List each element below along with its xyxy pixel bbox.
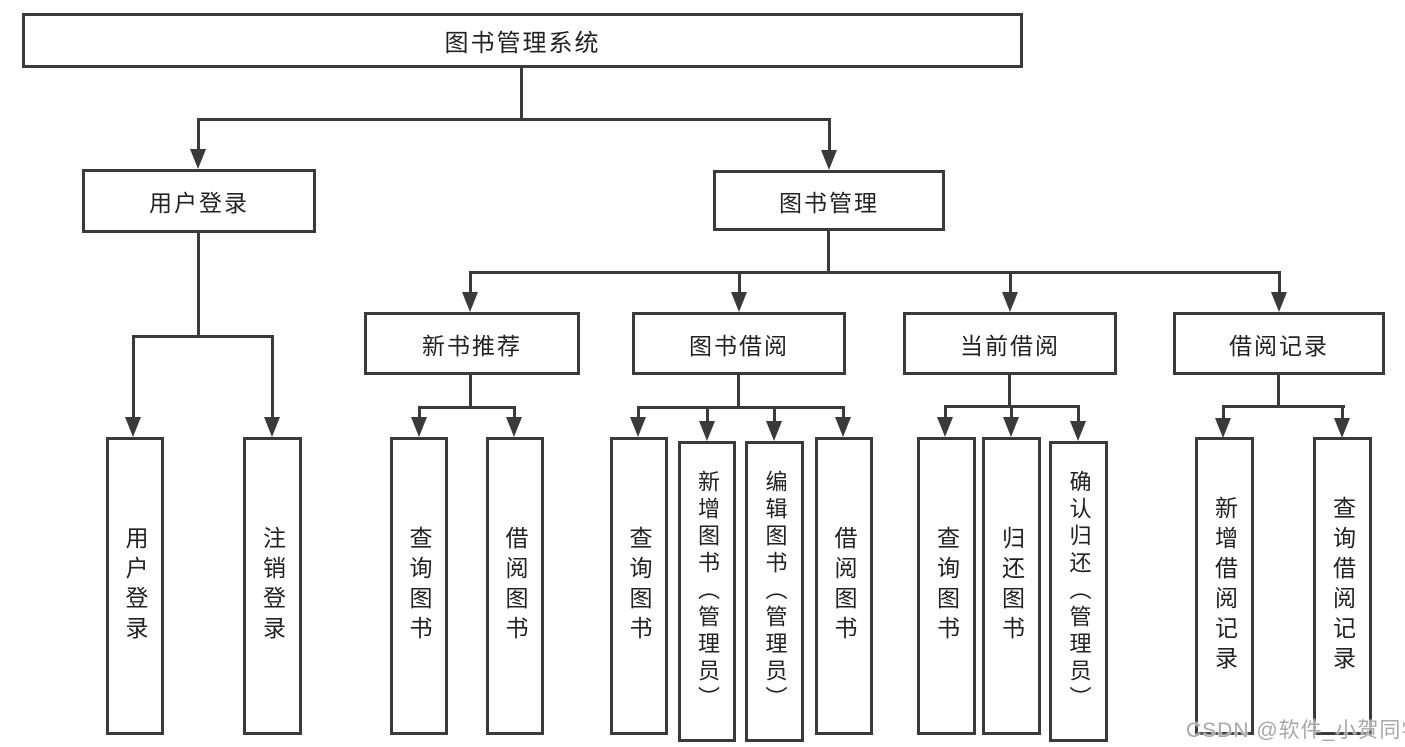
connector-bb-borrow-stem — [842, 406, 845, 420]
connector-bb-edit-stem — [773, 406, 776, 424]
arrowhead-bb-add — [699, 421, 715, 441]
leaf-bb-edit-books-admin: 编辑图书（管理员） — [745, 441, 804, 742]
node-root-system: 图书管理系统 — [22, 13, 1023, 68]
leaf-bb-add-books-admin: 新增图书（管理员） — [678, 441, 736, 742]
leaf-br-query-record: 查询借阅记录 — [1313, 437, 1372, 735]
leaf-bb-query-books: 查询图书 — [610, 437, 668, 735]
connector-ul-login-stem — [132, 335, 135, 420]
connector-new-book-stem — [469, 271, 472, 295]
connector-user-login-bar — [132, 335, 274, 338]
arrowhead-new-book — [462, 292, 478, 312]
arrowhead-nb-borrow — [506, 417, 522, 437]
node-new-book-recommend: 新书推荐 — [364, 312, 580, 375]
leaf-cb-query-books: 查询图书 — [917, 437, 976, 735]
arrowhead-book-management — [821, 150, 837, 170]
node-user-login: 用户登录 — [82, 169, 316, 233]
arrowhead-bb-borrow — [835, 417, 851, 437]
arrowhead-bb-query — [630, 417, 646, 437]
connector-nb-query-stem — [418, 406, 421, 420]
connector-cb-return-stem — [1010, 405, 1013, 420]
arrowhead-cb-confirm — [1070, 421, 1086, 441]
node-book-management: 图书管理 — [713, 170, 945, 231]
leaf-user-login: 用户登录 — [106, 437, 164, 735]
connector-root-stem — [520, 68, 523, 121]
leaf-logout: 注销登录 — [243, 437, 302, 735]
connector-cb-query-stem — [944, 405, 947, 420]
arrowhead-nb-query — [411, 417, 427, 437]
arrowhead-ul-logout — [264, 417, 280, 437]
connector-user-login-stem — [197, 118, 200, 154]
connector-new-book-down — [469, 375, 472, 409]
leaf-bb-borrow-books: 借阅图书 — [815, 437, 873, 735]
arrowhead-cb-query — [937, 417, 953, 437]
connector-user-login-down — [197, 233, 200, 338]
node-borrowing-records: 借阅记录 — [1173, 312, 1385, 375]
connector-bb-query-stem — [637, 406, 640, 420]
arrowhead-user-login — [190, 149, 206, 169]
arrowhead-borrow-record — [1271, 292, 1287, 312]
connector-book-borrow-down — [737, 375, 740, 409]
arrowhead-book-borrow — [731, 292, 747, 312]
csdn-watermark: CSDN @软件_小贺同学 — [1186, 719, 1405, 742]
leaf-nb-borrow-books: 借阅图书 — [486, 437, 544, 735]
connector-borrow-record-stem — [1278, 271, 1281, 295]
connector-book-management-stem — [828, 118, 831, 154]
connector-current-borrow-down — [1008, 375, 1011, 408]
connector-current-borrow-stem — [1009, 271, 1012, 295]
connector-cb-confirm-stem — [1077, 405, 1080, 424]
connector-borrow-record-bar — [1222, 405, 1345, 408]
arrowhead-ul-login — [125, 417, 141, 437]
connector-nb-borrow-stem — [513, 406, 516, 420]
connector-bb-add-stem — [706, 406, 709, 424]
connector-book-borrow-bar — [637, 406, 845, 409]
arrowhead-br-add — [1215, 418, 1231, 438]
arrowhead-bb-edit — [766, 421, 782, 441]
node-book-borrowing: 图书借阅 — [632, 312, 846, 375]
connector-br-query-stem — [1341, 405, 1344, 421]
leaf-nb-query-books: 查询图书 — [390, 437, 448, 735]
node-current-borrowing: 当前借阅 — [903, 312, 1117, 375]
connector-book-management-down — [827, 231, 830, 274]
connector-new-book-bar — [418, 406, 516, 409]
connector-level2-bar — [197, 118, 831, 121]
leaf-br-add-record: 新增借阅记录 — [1195, 437, 1254, 735]
connector-borrow-record-down — [1277, 375, 1280, 408]
connector-level3-bar — [469, 271, 1281, 274]
connector-ul-logout-stem — [271, 335, 274, 420]
leaf-cb-return-books: 归还图书 — [982, 437, 1041, 735]
leaf-cb-confirm-return-admin: 确认归还（管理员） — [1049, 441, 1108, 742]
arrowhead-cb-return — [1003, 417, 1019, 437]
arrowhead-current-borrow — [1002, 292, 1018, 312]
arrowhead-br-query — [1334, 418, 1350, 438]
connector-book-borrow-stem — [738, 271, 741, 295]
connector-br-add-stem — [1222, 405, 1225, 421]
